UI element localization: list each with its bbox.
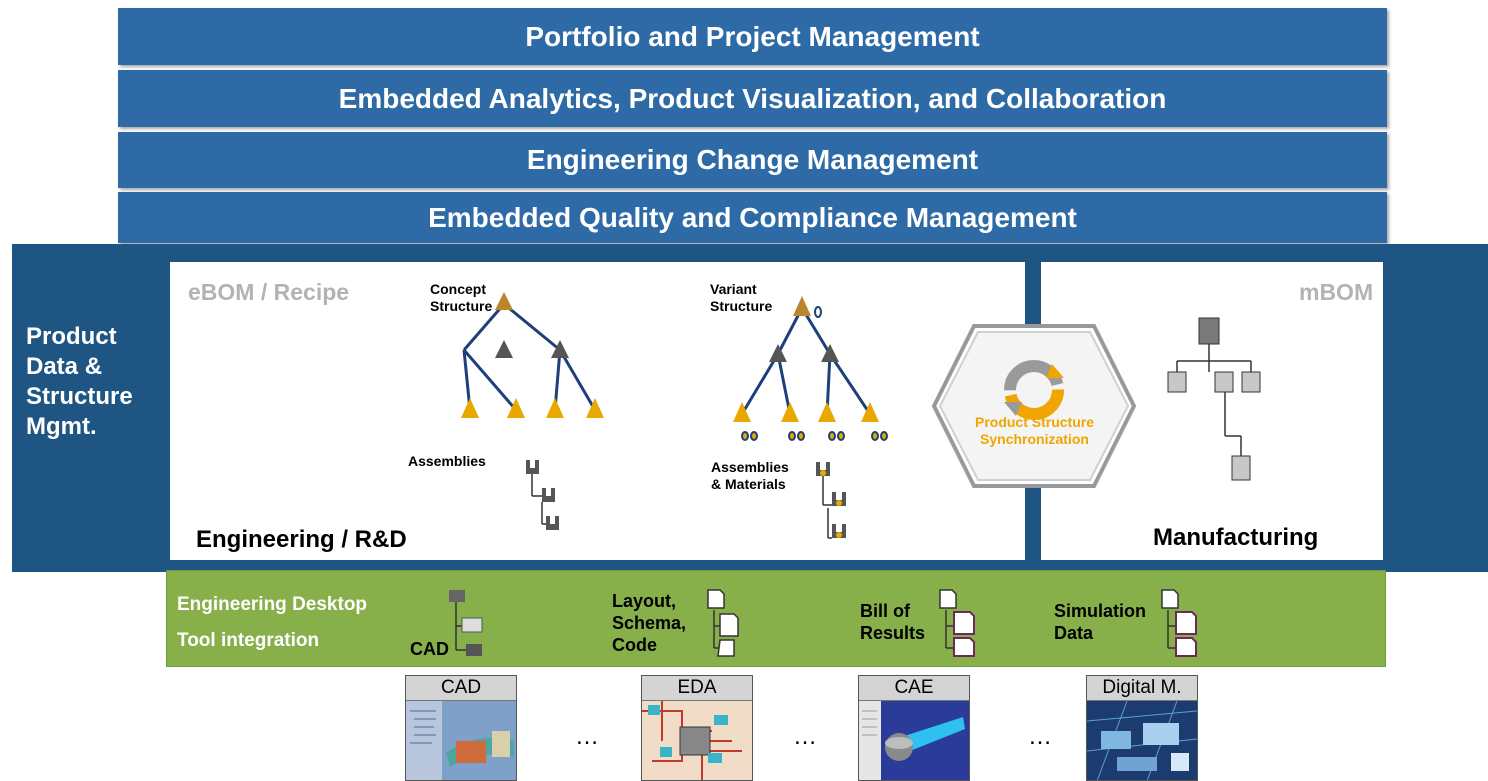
assemblies-materials-label: Assemblies & Materials — [711, 459, 789, 493]
eda-screenshot-image — [642, 701, 752, 780]
label-line: Synchronization — [980, 431, 1089, 447]
digital-manufacturing-screenshot-image — [1087, 700, 1197, 780]
label-line: Structure — [710, 298, 773, 314]
variant-structure-tree — [733, 296, 888, 441]
band-change-management: Engineering Change Management — [118, 132, 1387, 188]
assemblies-label: Assemblies — [408, 453, 486, 469]
label-line: Results — [860, 623, 926, 643]
label-line: Mgmt. — [26, 413, 97, 440]
tool-integration-label: Tool integration — [177, 630, 320, 651]
layout-schema-code-label: Layout, Schema, Code — [612, 590, 686, 656]
product-data-structure-label: Product Data & Structure Mgmt. — [26, 322, 133, 442]
tool-label-cae: CAE — [859, 676, 969, 701]
tool-thumbnail-cae: CAE — [858, 675, 970, 781]
label-line: Product Structure — [974, 414, 1094, 430]
label-line: Variant — [710, 281, 757, 297]
manufacturing-label: Manufacturing — [1153, 524, 1319, 551]
label-line: Schema, — [612, 613, 687, 633]
ellipsis-3: … — [1028, 723, 1052, 750]
cae-screenshot-image — [859, 701, 969, 780]
tool-thumbnail-cad: CAD — [405, 675, 517, 781]
label-line: Structure — [26, 383, 133, 410]
concept-structure-label: Concept Structure — [430, 281, 492, 315]
label-line: Layout, — [612, 591, 677, 611]
engineering-rd-label: Engineering / R&D — [196, 526, 407, 553]
mbom-tree — [1167, 317, 1261, 481]
cad-integration-label: CAD — [410, 639, 449, 659]
concept-structure-tree — [461, 292, 604, 418]
assemblies-icon — [526, 460, 559, 530]
label-line: Concept — [430, 281, 486, 297]
ebom-title: eBOM / Recipe — [188, 279, 350, 305]
simulation-data-icon — [1161, 589, 1197, 657]
label-line: Bill of — [860, 601, 910, 621]
band-analytics: Embedded Analytics, Product Visualizatio… — [118, 70, 1387, 127]
variant-structure-label: Variant Structure — [710, 281, 772, 315]
assemblies-materials-icon — [816, 462, 846, 539]
label-line: Structure — [430, 298, 493, 314]
label-line: Data — [1054, 623, 1094, 643]
tool-integration-bar — [166, 570, 1386, 667]
ellipsis-2: … — [793, 723, 817, 750]
tool-label-eda: EDA — [642, 676, 752, 701]
product-structure-sync-hexagon — [931, 324, 1137, 488]
simulation-data-label: Simulation Data — [1054, 600, 1146, 644]
product-structure-sync-label: Product Structure Synchronization — [932, 414, 1137, 448]
label-line: Assemblies — [711, 459, 789, 475]
ellipsis-1: … — [575, 723, 599, 750]
layout-documents-icon — [707, 589, 739, 657]
label-line: Data & — [26, 353, 103, 380]
band-portfolio: Portfolio and Project Management — [118, 8, 1387, 65]
tool-thumbnail-digital-manufacturing: Digital M. — [1086, 675, 1198, 781]
label-line: & Materials — [711, 476, 786, 492]
band-quality-compliance: Embedded Quality and Compliance Manageme… — [118, 192, 1387, 243]
tool-label-cad: CAD — [406, 676, 516, 701]
cad-integration-icon — [449, 590, 483, 656]
label-line: Code — [612, 635, 657, 655]
tool-label-digital-m: Digital M. — [1087, 676, 1197, 701]
mbom-title: mBOM — [1299, 279, 1374, 305]
cad-screenshot-image — [406, 701, 516, 780]
tool-thumbnail-eda: EDA — [641, 675, 753, 781]
label-line: Simulation — [1054, 601, 1147, 621]
bill-of-results-label: Bill of Results — [860, 600, 925, 644]
engineering-desktop-label: Engineering Desktop — [177, 594, 368, 615]
label-line: Product — [26, 323, 117, 350]
bill-of-results-icon — [939, 589, 975, 657]
